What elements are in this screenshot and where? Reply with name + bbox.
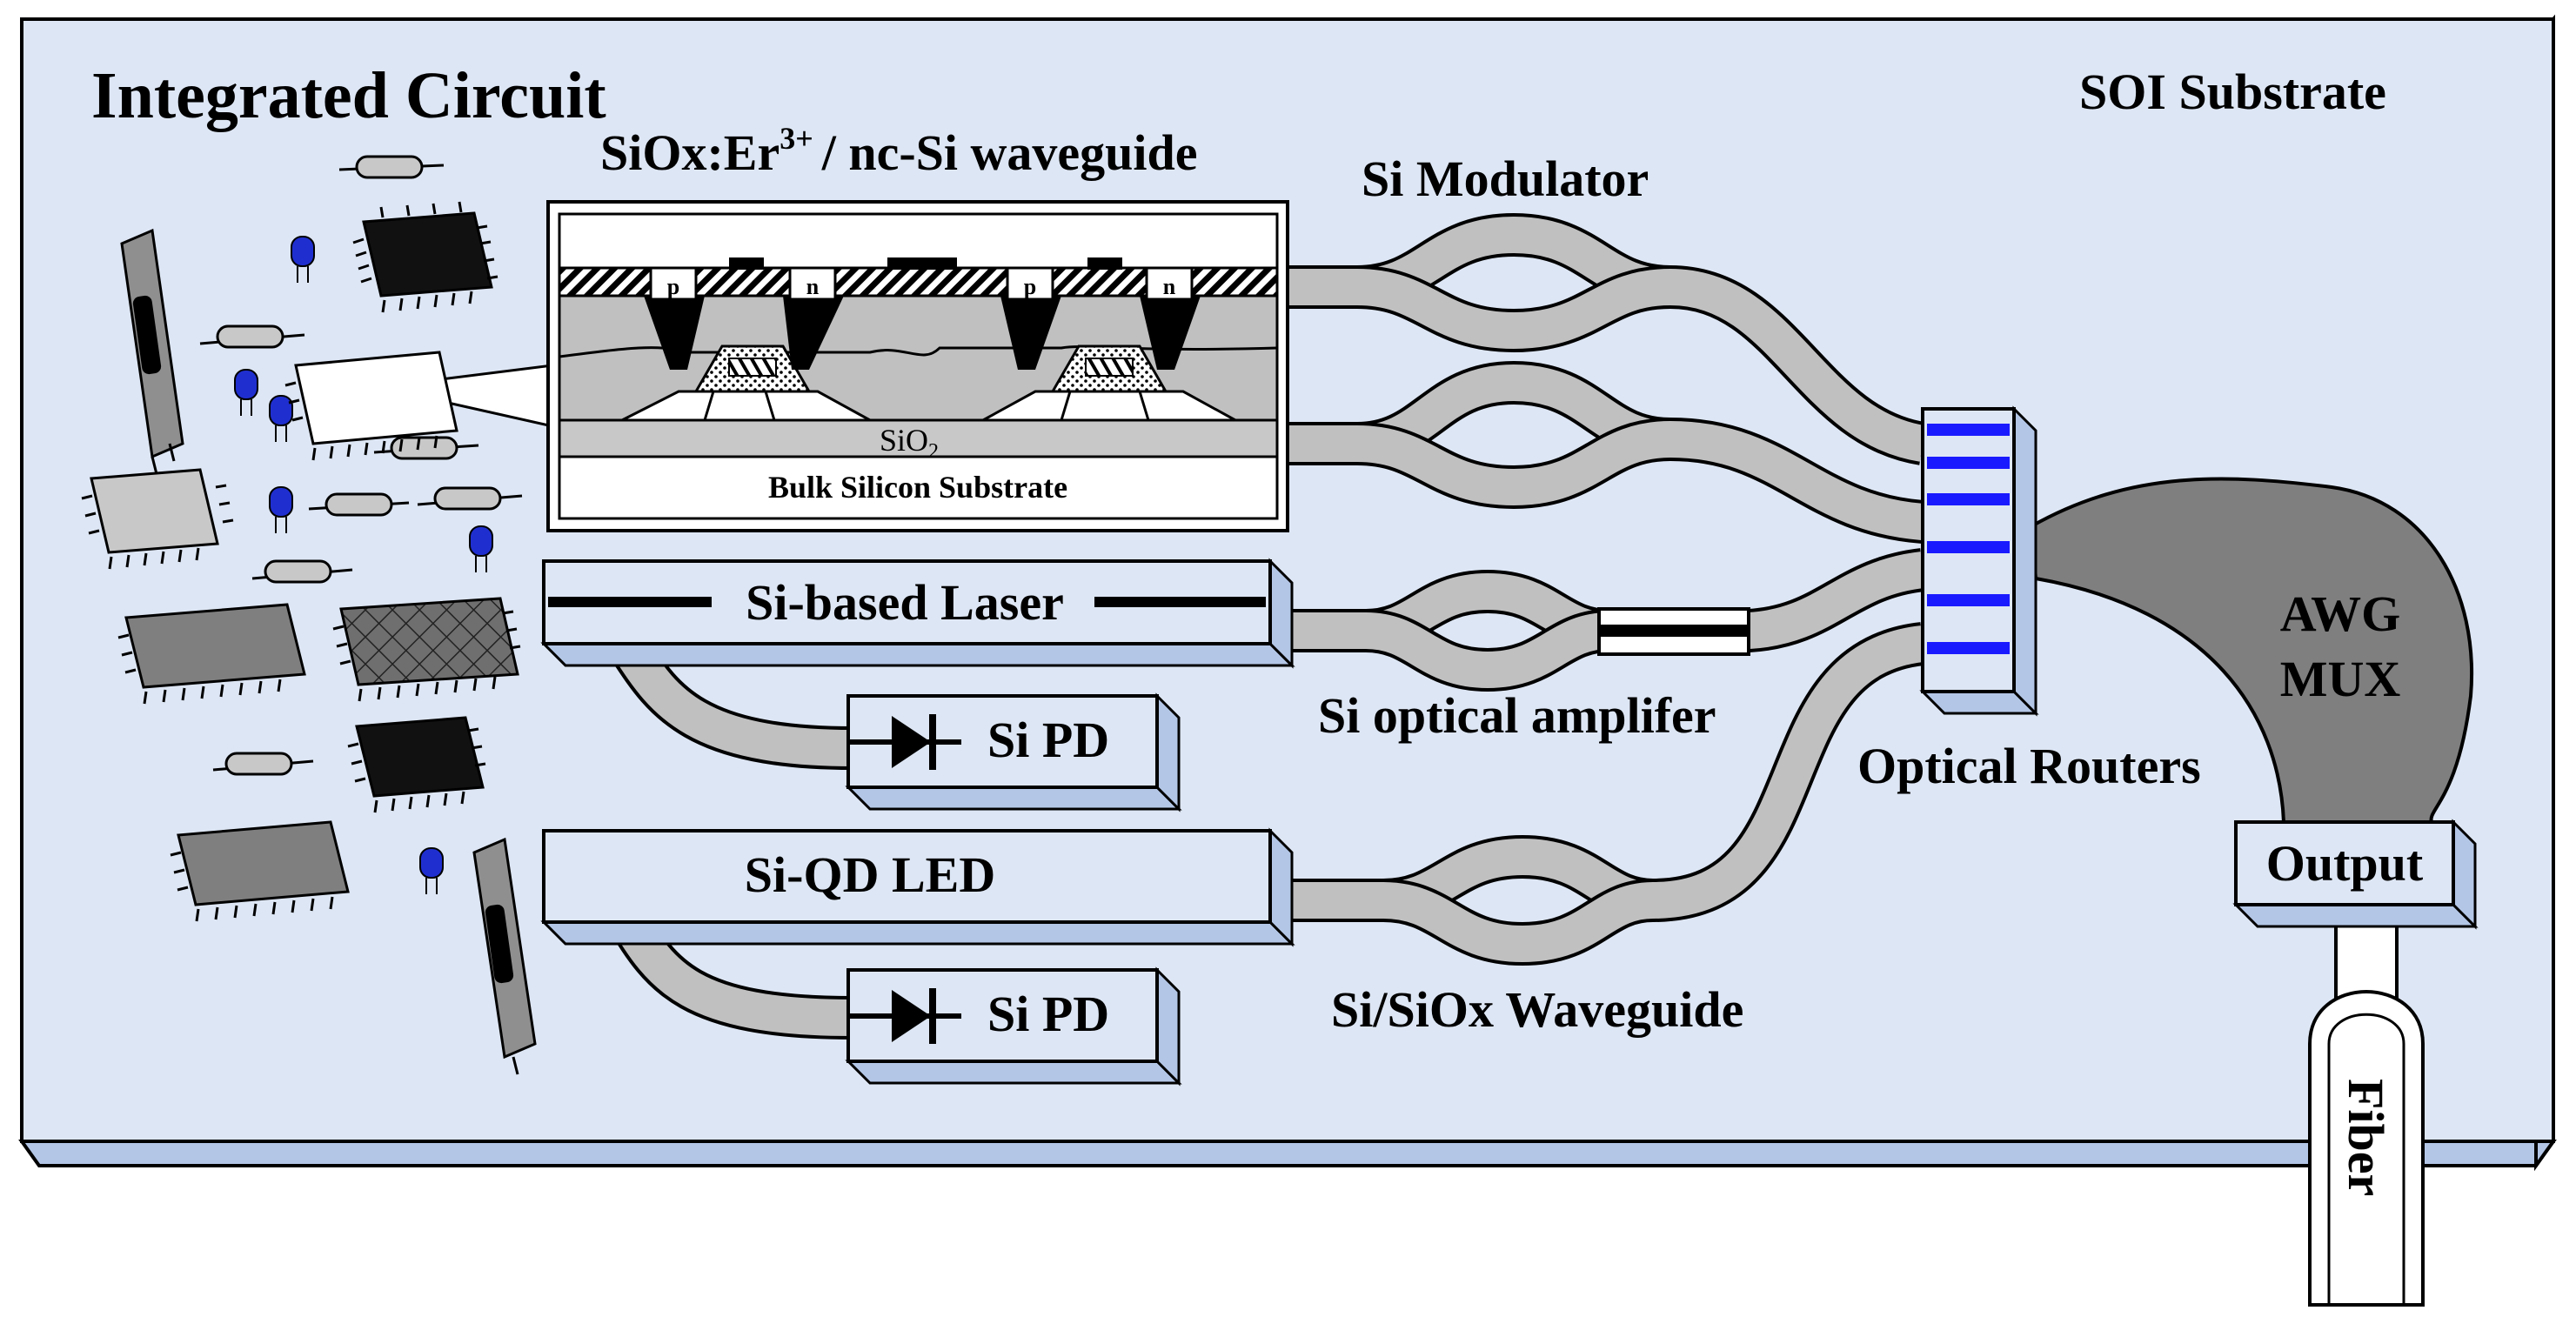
si-qd-led-box: Si-QD LED — [540, 827, 1295, 947]
fiber-label: Fiber — [2338, 1079, 2394, 1196]
soi-substrate-label: SOI Substrate — [2079, 64, 2386, 120]
awg-mux: AWG MUX — [2029, 477, 2474, 824]
led-icon — [291, 236, 315, 283]
photodiode-icon — [848, 988, 961, 1044]
mux-label: MUX — [2280, 651, 2401, 707]
output-label: Output — [2266, 835, 2424, 892]
modulator-2-waveguide — [1288, 360, 1925, 544]
si-laser-box: Si-based Laser — [540, 558, 1295, 669]
si-pd-box-1: Si PD — [845, 692, 1182, 812]
led-icon — [419, 847, 444, 894]
n-contact-label-1: n — [806, 274, 820, 299]
svg-text:SiO2: SiO2 — [880, 423, 939, 463]
waveguide-title-sup: 3+ — [779, 121, 813, 156]
si-qd-led-label: Si-QD LED — [745, 846, 995, 903]
led-icon — [234, 369, 258, 416]
n-contact-label-2: n — [1163, 274, 1176, 299]
resistor-icon — [373, 436, 479, 460]
p-contact-label-2: p — [1024, 274, 1036, 299]
ic-chip-icon — [352, 201, 498, 313]
si-pd-box-2: Si PD — [845, 966, 1182, 1087]
modulator-1-waveguide — [1288, 212, 1927, 465]
resistor-icon — [338, 155, 445, 179]
si-pd-label-2: Si PD — [987, 986, 1109, 1042]
waveguide-network — [607, 212, 1927, 1040]
waveguide-cross-section-inset: p n p n SiO2 Bulk Silicon Substrate — [378, 200, 1289, 532]
p-contact-label-1: p — [667, 274, 679, 299]
ic-chip-icon — [170, 820, 350, 922]
si-laser-label: Si-based Laser — [746, 574, 1064, 631]
resistor-icon — [308, 492, 410, 517]
electronic-components — [81, 155, 537, 1075]
svg-text:SiOx:Er3+/ nc-Si waveguide: SiOx:Er3+/ nc-Si waveguide — [600, 121, 1198, 181]
ic-chip-icon — [332, 597, 521, 702]
resistor-icon — [199, 324, 305, 349]
awg-label: AWG — [2280, 585, 2401, 642]
optical-amplifier — [1597, 607, 1750, 656]
fiber: Fiber — [2308, 903, 2425, 1307]
led-icon — [269, 486, 293, 533]
si-siox-waveguide-label: Si/SiOx Waveguide — [1331, 981, 1743, 1038]
waveguide-title: SiOx:Er — [600, 124, 779, 181]
si-modulator-label: Si Modulator — [1362, 150, 1649, 207]
ic-chip-icon — [284, 351, 458, 461]
ic-chip-icon — [117, 603, 306, 705]
integrated-circuit-label: Integrated Circuit — [91, 59, 606, 132]
led-icon — [469, 525, 493, 572]
optical-routers-label: Optical Routers — [1857, 738, 2201, 794]
si-pd-label-1: Si PD — [987, 712, 1109, 768]
laser-amplifier-waveguide — [1288, 548, 1926, 692]
si-optical-amplifier-label: Si optical amplifer — [1318, 687, 1716, 744]
led-router-waveguide — [1288, 622, 1926, 966]
ic-chip-icon — [81, 468, 234, 570]
sio2-label: SiO — [880, 423, 928, 458]
output-box: Output — [2232, 819, 2479, 930]
memory-module-icon — [472, 837, 537, 1075]
bulk-silicon-label: Bulk Silicon Substrate — [768, 470, 1067, 505]
resistor-icon — [417, 486, 523, 511]
optical-routers — [1919, 405, 2039, 717]
led-icon — [269, 395, 293, 442]
resistor-icon — [212, 752, 314, 776]
photodiode-icon — [848, 714, 961, 770]
waveguide-title-rest: / nc-Si waveguide — [821, 124, 1198, 181]
sio2-subscript: 2 — [928, 440, 939, 463]
memory-module-icon — [120, 228, 184, 475]
ic-chip-icon — [347, 716, 486, 813]
resistor-icon — [251, 559, 353, 584]
